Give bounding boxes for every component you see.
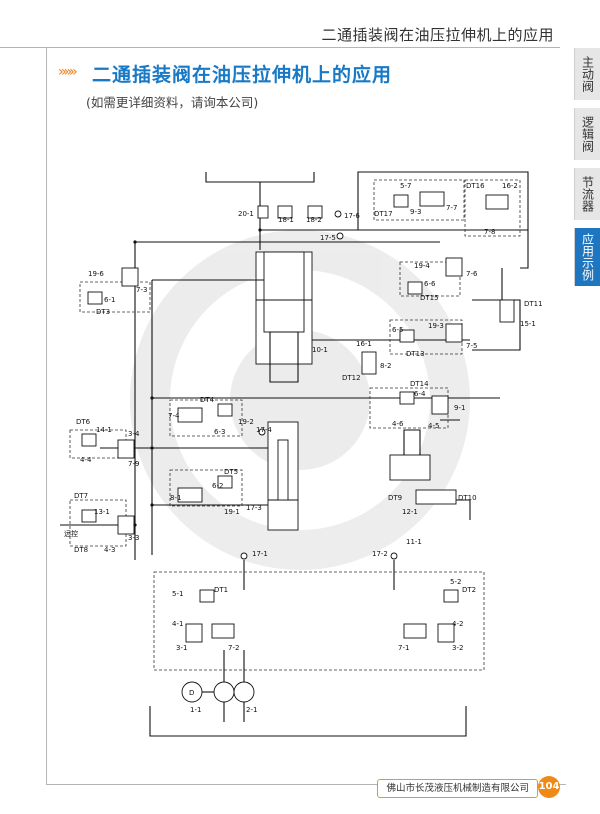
main-cylinder-upper	[255, 251, 313, 383]
label-18-1: 18-1	[278, 216, 294, 224]
label-dt5: DT5	[224, 468, 238, 476]
small-cylinder	[389, 429, 431, 481]
label-4-6: 4-6	[392, 420, 404, 428]
label-3-1: 3-1	[176, 644, 187, 652]
label-2-1: 2-1	[246, 706, 257, 714]
tab-application-examples[interactable]: 应用示例	[574, 228, 600, 286]
label-6-2: 6-2	[212, 482, 223, 490]
label-dt16: DT16	[466, 182, 485, 190]
label-17-1: 17-1	[252, 550, 268, 558]
label-5-2: 5-2	[450, 578, 461, 586]
label-4-4: 4-4	[80, 456, 92, 464]
side-tab-nav: 主动阀 逻辑阀 节流器 应用示例	[574, 48, 600, 294]
label-5-1: 5-1	[172, 590, 183, 598]
label-dt3: DT3	[96, 308, 110, 316]
label-17-2: 17-2	[372, 550, 388, 558]
label-dt11: DT11	[524, 300, 543, 308]
label-19-6: 19-6	[88, 270, 104, 278]
label-3-3: 3-3	[128, 534, 139, 542]
label-dt12: DT12	[342, 374, 361, 382]
junction-dots	[133, 228, 262, 527]
label-6-5: 6-5	[392, 326, 403, 334]
label-11-1: 11-1	[406, 538, 422, 546]
footer-company: 佛山市长茂液压机械制造有限公司	[377, 779, 538, 798]
header-section-title: 二通插装阀在油压拉伸机上的应用	[321, 26, 554, 44]
watermark-gear-icon	[130, 230, 470, 570]
label-7-5: 7-5	[466, 342, 477, 350]
label-dt9: DT9	[388, 494, 402, 502]
label-13-1: 13-1	[94, 508, 110, 516]
valve-symbols	[81, 191, 515, 643]
label-16-2: 16-2	[502, 182, 518, 190]
label-dt8: DT8	[74, 546, 88, 554]
label-7-1: 7-1	[398, 644, 409, 652]
label-1-1: 1-1	[190, 706, 201, 714]
label-dt7: DT7	[74, 492, 88, 500]
label-20-1: 20-1	[238, 210, 254, 218]
label-remote-control: 远控	[64, 529, 78, 538]
label-7-6: 7-6	[466, 270, 478, 278]
label-7-4: 7-4	[168, 412, 180, 420]
tab-main-valve[interactable]: 主动阀	[574, 48, 600, 100]
label-18-2: 18-2	[306, 216, 322, 224]
header-divider	[0, 47, 560, 48]
label-8-1: 8-1	[170, 494, 181, 502]
page-frame	[46, 47, 566, 785]
label-17-4: 17-4	[256, 426, 272, 434]
title-arrows-icon: »»»	[58, 64, 78, 80]
label-7-8: 7-8	[484, 228, 495, 236]
label-dt17: DT17	[374, 210, 393, 218]
label-16-1: 16-1	[356, 340, 372, 348]
label-5-7: 5-7	[400, 182, 411, 190]
label-4-5: 4-5	[428, 422, 439, 430]
label-7-2: 7-2	[228, 644, 239, 652]
label-14-1: 14-1	[96, 426, 112, 434]
label-19-2: 19-2	[238, 418, 254, 426]
page-title: 二通插装阀在油压拉伸机上的应用	[92, 64, 393, 86]
label-19-1: 19-1	[224, 508, 240, 516]
label-6-6: 6-6	[424, 280, 436, 288]
label-dt4: DT4	[200, 396, 215, 404]
label-4-1: 4-1	[172, 620, 183, 628]
label-3-2: 3-2	[452, 644, 463, 652]
label-dt1: DT1	[214, 586, 228, 594]
label-dt6: DT6	[76, 418, 91, 426]
label-dt14: DT14	[410, 380, 429, 388]
label-10-1: 10-1	[312, 346, 328, 354]
label-dt10: DT10	[458, 494, 477, 502]
label-15-1: 15-1	[520, 320, 536, 328]
label-12-1: 12-1	[402, 508, 418, 516]
top-piping	[134, 171, 529, 560]
label-6-4: 6-4	[414, 390, 426, 398]
label-17-5: 17-5	[320, 234, 336, 242]
page-subtitle: (如需更详细资料，请询本公司)	[86, 95, 259, 110]
diagram-labels: 20-1 18-1 18-2 17-6 17-5 5-7 DT17 7-7 9-…	[64, 182, 543, 714]
label-9-1: 9-1	[454, 404, 465, 412]
label-17-6: 17-6	[344, 212, 360, 220]
label-7-9: 7-9	[128, 460, 139, 468]
label-7-3: 7-3	[136, 286, 147, 294]
label-4-3: 4-3	[104, 546, 115, 554]
label-9-3: 9-3	[410, 208, 421, 216]
label-6-1: 6-1	[104, 296, 115, 304]
tab-logic-valve[interactable]: 逻辑阀	[574, 108, 600, 160]
label-dt15: DT15	[420, 294, 439, 302]
label-7-7: 7-7	[446, 204, 457, 212]
page-number: 104	[538, 776, 560, 798]
pressure-gauges	[240, 210, 398, 560]
label-dt2: DT2	[462, 586, 476, 594]
main-cylinder-lower	[267, 421, 299, 531]
label-dt13: DT13	[406, 350, 425, 358]
label-3-4: 3-4	[128, 430, 140, 438]
tab-throttle[interactable]: 节流器	[574, 168, 600, 220]
label-19-4: 19-4	[414, 262, 430, 270]
label-motor: D	[189, 689, 194, 697]
pump-motor	[149, 650, 467, 737]
label-4-2: 4-2	[452, 620, 463, 628]
label-17-3: 17-3	[246, 504, 262, 512]
label-6-3: 6-3	[214, 428, 225, 436]
label-8-2: 8-2	[380, 362, 391, 370]
label-19-3: 19-3	[428, 322, 444, 330]
